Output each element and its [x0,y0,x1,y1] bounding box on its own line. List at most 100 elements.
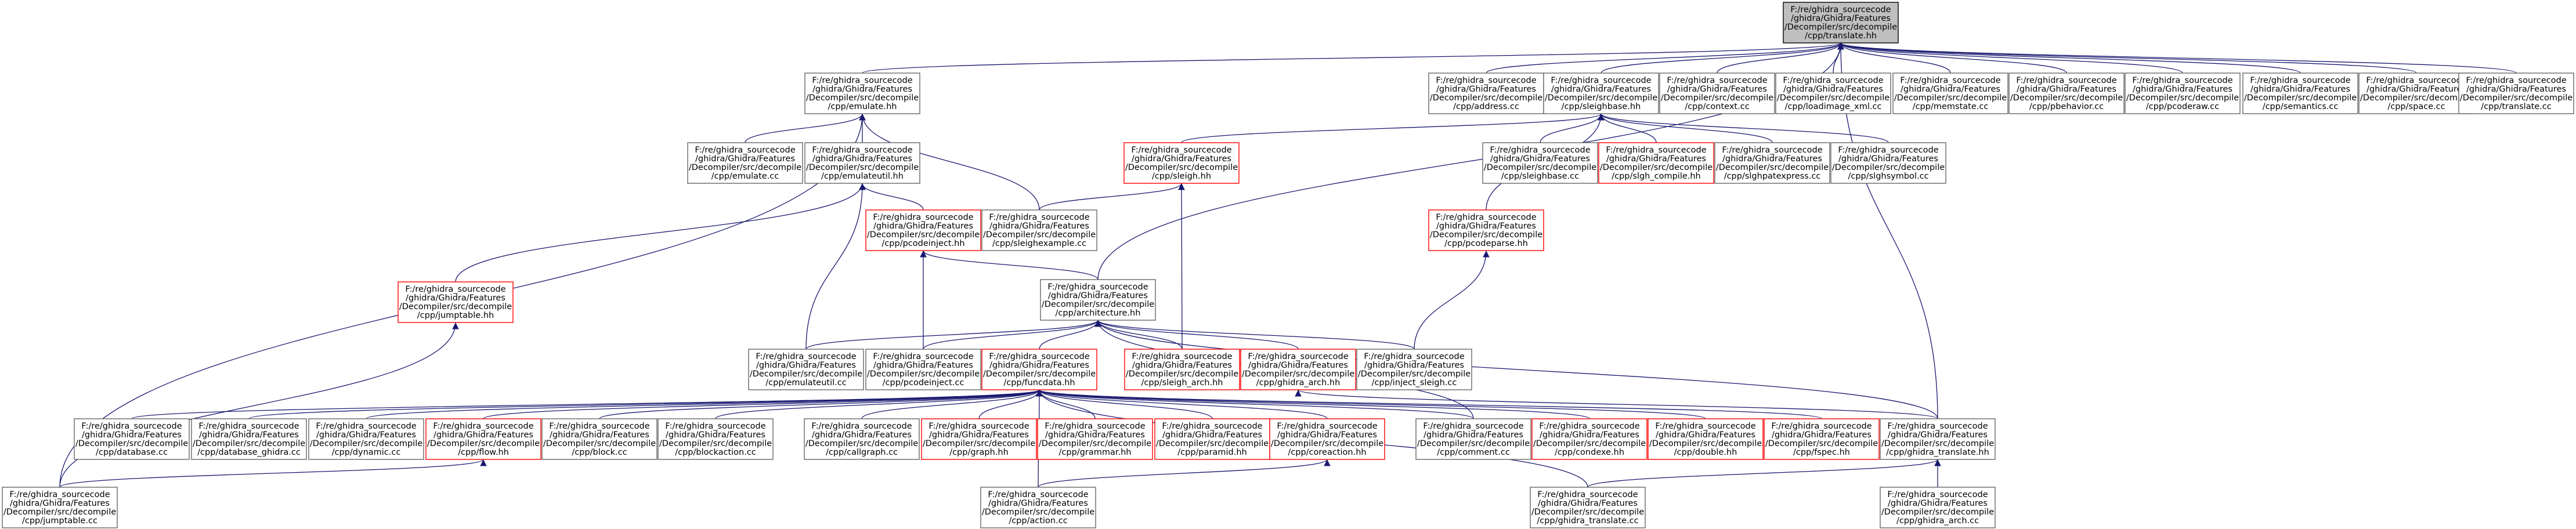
node-jumptable-hh[interactable]: F:/re/ghidra_sourcecode/ghidra/Ghidra/Fe… [398,281,514,323]
node-loadimage-xml-cc[interactable]: F:/re/ghidra_sourcecode/ghidra/Ghidra/Fe… [1775,73,1891,114]
node-blockaction-cc[interactable]: F:/re/ghidra_sourcecode/ghidra/Ghidra/Fe… [657,418,774,460]
node-condexe-hh[interactable]: F:/re/ghidra_sourcecode/ghidra/Ghidra/Fe… [1531,418,1648,460]
node-label-line: /cpp/space.cc [2387,102,2445,111]
node-translate-cc[interactable]: F:/re/ghidra_sourcecode/ghidra/Ghidra/Fe… [2458,73,2574,114]
node-label-line: F:/re/ghidra_sourcecode [433,422,533,431]
node-slghpatexpress-cc[interactable]: F:/re/ghidra_sourcecode/ghidra/Ghidra/Fe… [1714,142,1830,184]
node-label-line: F:/re/ghidra_sourcecode [1783,76,1883,85]
node-label-line: /ghidra/Ghidra/Features [1277,430,1377,440]
node-box [1830,142,1946,184]
node-sleighbase-hh[interactable]: F:/re/ghidra_sourcecode/ghidra/Ghidra/Fe… [1543,73,1659,114]
edge-ghidra-translate-cc-to-ghidra-translate-hh [1587,459,1941,488]
edge-comment-cc-to-funcdata-hh [1036,389,1474,419]
node-semantics-cc[interactable]: F:/re/ghidra_sourcecode/ghidra/Ghidra/Fe… [2242,73,2358,114]
node-pcodeinject-hh[interactable]: F:/re/ghidra_sourcecode/ghidra/Ghidra/Fe… [865,209,981,251]
edge-pcodeparse-cc-to-translate-hh [1837,42,2067,74]
node-grammar-hh[interactable]: F:/re/ghidra_sourcecode/ghidra/Ghidra/Fe… [1037,418,1153,460]
node-slghsymbol-cc[interactable]: F:/re/ghidra_sourcecode/ghidra/Ghidra/Fe… [1830,142,1946,184]
node-inject-sleigh-cc[interactable]: F:/re/ghidra_sourcecode/ghidra/Ghidra/Fe… [1356,349,1472,390]
node-pcodeinject-cc[interactable]: F:/re/ghidra_sourcecode/ghidra/Ghidra/Fe… [865,349,981,390]
node-label-line: /Decompiler/src/decompile [1271,439,1383,448]
node-database-cc[interactable]: F:/re/ghidra_sourcecode/ghidra/Ghidra/Fe… [74,418,190,460]
node-sleigh-hh[interactable]: F:/re/ghidra_sourcecode/ghidra/Ghidra/Fe… [1123,142,1240,184]
node-label-line: /cpp/pcodeparse.hh [1444,239,1528,248]
node-label-line: F:/re/ghidra_sourcecode [928,422,1029,431]
node-ghidra-arch-cc[interactable]: F:/re/ghidra_sourcecode/ghidra/Ghidra/Fe… [1880,487,1996,528]
node-funcdata-hh[interactable]: F:/re/ghidra_sourcecode/ghidra/Ghidra/Fe… [981,349,1097,390]
node-ghidra-translate-cc[interactable]: F:/re/ghidra_sourcecode/ghidra/Ghidra/Fe… [1530,487,1646,528]
node-label-line: /cpp/address.cc [1453,102,1519,111]
node-label-line: /cpp/comment.cc [1437,448,1510,457]
node-box [541,418,657,460]
node-dynamic-cc[interactable]: F:/re/ghidra_sourcecode/ghidra/Ghidra/Fe… [308,418,424,460]
edge-memstate-cc-to-translate-hh [1837,42,1951,74]
node-box [1428,209,1544,251]
node-translate-hh[interactable]: F:/re/ghidra_sourcecode/ghidra/Ghidra/Fe… [1783,2,1899,44]
node-label-line: /ghidra/Ghidra/Features [2250,85,2350,94]
edge-pcoderaw-cc-to-translate-hh [1837,42,2183,74]
node-emulateutil-cc[interactable]: F:/re/ghidra_sourcecode/ghidra/Ghidra/Fe… [748,349,864,390]
edge-architecture-hh-to-pcodeinject-hh [920,250,1099,280]
node-fspec-hh[interactable]: F:/re/ghidra_sourcecode/ghidra/Ghidra/Fe… [1764,418,1880,460]
node-label-line: /Decompiler/src/decompile [1881,439,1994,448]
node-pcodeparse-cc[interactable]: F:/re/ghidra_sourcecode/ghidra/Ghidra/Fe… [2008,73,2125,114]
node-label-line: /ghidra/Ghidra/Features [1667,85,1767,94]
edge-paramid-hh-to-funcdata-hh [1036,389,1213,419]
node-comment-cc[interactable]: F:/re/ghidra_sourcecode/ghidra/Ghidra/Fe… [1415,418,1531,460]
node-action-cc[interactable]: F:/re/ghidra_sourcecode/ghidra/Ghidra/Fe… [980,487,1096,528]
node-label-line: /cpp/fspec.hh [1793,448,1850,457]
node-label-line: F:/re/ghidra_sourcecode [989,352,1089,361]
node-paramid-hh[interactable]: F:/re/ghidra_sourcecode/ghidra/Ghidra/Fe… [1154,418,1270,460]
edge-emulate-cc-to-emulate-hh [745,113,866,143]
node-database-ghidra-cc[interactable]: F:/re/ghidra_sourcecode/ghidra/Ghidra/Fe… [191,418,307,460]
node-space-cc[interactable]: F:/re/ghidra_sourcecode/ghidra/Ghidra/Fe… [2358,73,2474,114]
node-label-line: /cpp/emulateutil.cc [765,378,846,387]
node-emulate-hh[interactable]: F:/re/ghidra_sourcecode/ghidra/Ghidra/Fe… [804,73,920,114]
node-label-line: /cpp/slgh_compile.hh [1612,172,1701,181]
edge-jumptable-cc-to-flow-hh [59,459,487,488]
node-sleighexample-cc[interactable]: F:/re/ghidra_sourcecode/ghidra/Ghidra/Fe… [981,209,1097,251]
node-box [1648,418,1764,460]
node-box [2,487,118,528]
node-slgh-compile-hh[interactable]: F:/re/ghidra_sourcecode/ghidra/Ghidra/Fe… [1598,142,1714,184]
node-label-line: /ghidra/Ghidra/Features [1162,430,1262,440]
node-label-line: /Decompiler/src/decompile [983,230,1096,240]
node-box [804,418,920,460]
node-graph-hh[interactable]: F:/re/ghidra_sourcecode/ghidra/Ghidra/Fe… [921,418,1037,460]
node-box [2358,73,2474,114]
node-callgraph-cc[interactable]: F:/re/ghidra_sourcecode/ghidra/Ghidra/Fe… [804,418,920,460]
node-jumptable-cc[interactable]: F:/re/ghidra_sourcecode/ghidra/Ghidra/Fe… [2,487,118,528]
edge-space-cc-to-translate-hh [1837,42,2417,74]
node-emulateutil-hh[interactable]: F:/re/ghidra_sourcecode/ghidra/Ghidra/Fe… [804,142,920,184]
node-emulate-cc[interactable]: F:/re/ghidra_sourcecode/ghidra/Ghidra/Fe… [687,142,803,184]
node-label-line: /Decompiler/src/decompile [1417,439,1530,448]
node-label-line: /Decompiler/src/decompile [1042,300,1154,309]
node-label-line: /ghidra/Ghidra/Features [1364,361,1464,370]
node-coreaction-hh[interactable]: F:/re/ghidra_sourcecode/ghidra/Ghidra/Fe… [1269,418,1385,460]
node-pcodeparse-hh[interactable]: F:/re/ghidra_sourcecode/ghidra/Ghidra/Fe… [1428,209,1544,251]
node-label-line: /ghidra/Ghidra/Features [316,430,416,440]
node-box [687,142,803,184]
edge-flow-hh-to-funcdata-hh [483,389,1043,419]
node-box [1240,349,1356,390]
node-label-line: /ghidra/Ghidra/Features [2367,85,2466,94]
node-label-line: /ghidra/Ghidra/Features [550,430,649,440]
node-label-line: /Decompiler/src/decompile [923,439,1035,448]
node-sleigh-arch-hh[interactable]: F:/re/ghidra_sourcecode/ghidra/Ghidra/Fe… [1124,349,1240,390]
node-double-hh[interactable]: F:/re/ghidra_sourcecode/ghidra/Ghidra/Fe… [1648,418,1764,460]
node-memstate-cc[interactable]: F:/re/ghidra_sourcecode/ghidra/Ghidra/Fe… [1892,73,2008,114]
node-ghidra-arch-hh[interactable]: F:/re/ghidra_sourcecode/ghidra/Ghidra/Fe… [1240,349,1356,390]
node-ghidra-translate-hh[interactable]: F:/re/ghidra_sourcecode/ghidra/Ghidra/Fe… [1880,418,1996,460]
node-label-line: F:/re/ghidra_sourcecode [2132,76,2232,85]
node-architecture-hh[interactable]: F:/re/ghidra_sourcecode/ghidra/Ghidra/Fe… [1040,279,1156,321]
node-block-cc[interactable]: F:/re/ghidra_sourcecode/ghidra/Ghidra/Fe… [541,418,657,460]
node-label-line: /Decompiler/src/decompile [1649,439,1762,448]
node-label-line: F:/re/ghidra_sourcecode [2466,76,2566,85]
node-pcoderaw-cc[interactable]: F:/re/ghidra_sourcecode/ghidra/Ghidra/Fe… [2125,73,2241,114]
node-sleighbase-cc[interactable]: F:/re/ghidra_sourcecode/ghidra/Ghidra/Fe… [1482,142,1598,184]
node-flow-hh[interactable]: F:/re/ghidra_sourcecode/ghidra/Ghidra/Fe… [425,418,541,460]
node-context-cc[interactable]: F:/re/ghidra_sourcecode/ghidra/Ghidra/Fe… [1659,73,1775,114]
node-box [981,209,1097,251]
node-address-cc[interactable]: F:/re/ghidra_sourcecode/ghidra/Ghidra/Fe… [1428,73,1544,114]
node-label-line: /ghidra/Ghidra/Features [1132,154,1231,164]
